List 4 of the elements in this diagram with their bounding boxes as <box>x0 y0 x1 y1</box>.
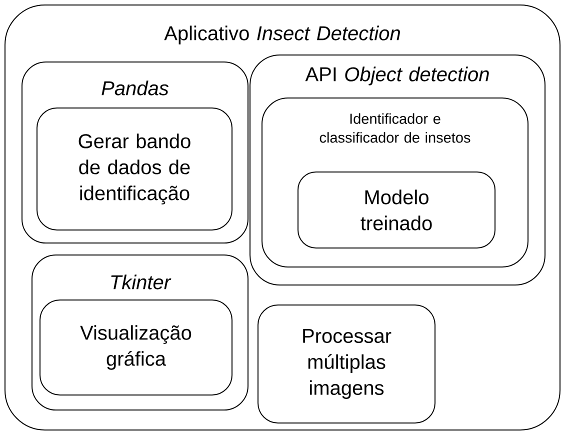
process-box: Processar múltiplas imagens <box>258 304 436 424</box>
process-box: Gerar bando de dados de identificação <box>36 108 232 230</box>
process-box: Visualização gráfica <box>40 300 232 396</box>
process-box: Modelo treinado <box>298 172 496 248</box>
